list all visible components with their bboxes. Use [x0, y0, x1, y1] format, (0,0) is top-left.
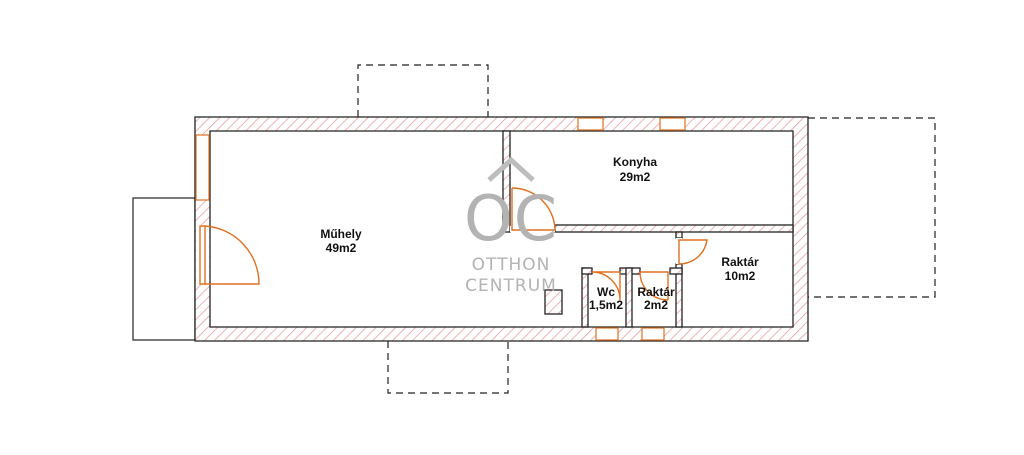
room-area: 29m2: [620, 170, 651, 184]
room-raktar-large: Raktár 10m2: [721, 255, 759, 283]
interior-walls: [502, 130, 794, 328]
room-name: Konyha: [613, 155, 657, 169]
room-konyha: Konyha 29m2: [613, 155, 657, 184]
room-name: Wc: [597, 285, 615, 299]
room-wc: Wc 1,5m2: [589, 285, 623, 312]
left-annex: [132, 197, 196, 341]
room-raktar-small: Raktár 2m2: [637, 285, 675, 312]
watermark-line1: OTTHON: [472, 255, 551, 275]
room-name: Raktár: [721, 255, 759, 269]
right-terrace-outline: [808, 117, 936, 298]
top-terrace-outline: [357, 64, 489, 117]
room-area: 2m2: [644, 298, 668, 312]
room-name: Raktár: [637, 285, 675, 299]
bottom-terrace-outline: [387, 341, 509, 394]
room-name: Műhely: [320, 227, 362, 241]
room-area: 10m2: [725, 269, 756, 283]
room-muhely: Műhely 49m2: [320, 227, 362, 255]
watermark-monogram: OC: [464, 182, 558, 255]
doors: [196, 187, 708, 301]
watermark-line2: CENTRUM: [465, 276, 557, 296]
room-area: 1,5m2: [589, 298, 623, 312]
outer-walls: [194, 116, 809, 342]
otthon-centrum-watermark: OC OTTHON CENTRUM: [464, 156, 558, 296]
windows: [195, 117, 686, 341]
room-area: 49m2: [326, 241, 357, 255]
